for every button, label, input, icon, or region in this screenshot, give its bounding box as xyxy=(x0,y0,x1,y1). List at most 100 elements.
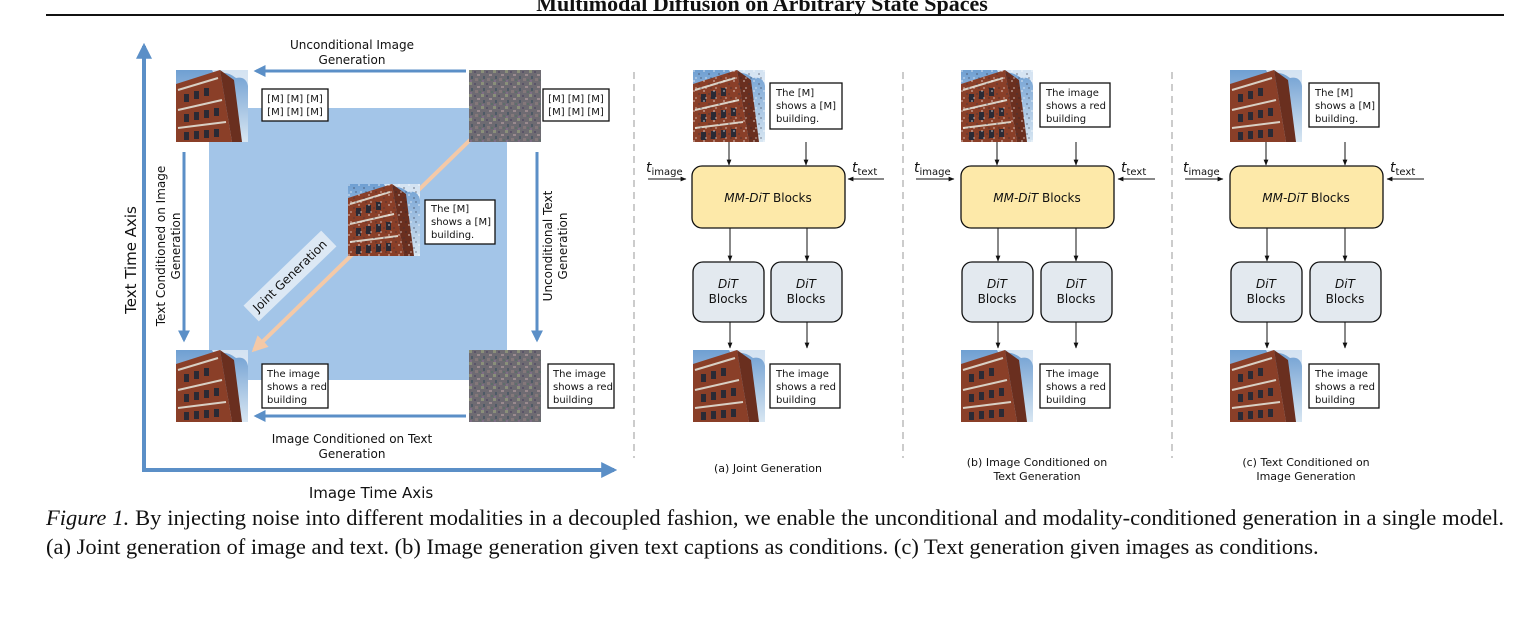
panel-a-caption: (a) Joint Generation xyxy=(714,462,822,475)
left-arrow-label-line1: Text Conditioned on Image xyxy=(154,166,168,328)
panel-c-output-image xyxy=(1229,349,1303,423)
br-text-line1: The image xyxy=(552,369,606,380)
panel-c-dit-image-line2: Blocks xyxy=(1247,292,1286,306)
panel-a-mmdit-label: MM-DiT Blocks xyxy=(724,191,811,205)
top-arrow-label-line1: Unconditional Image xyxy=(290,38,414,52)
panel-b-input-text-box xyxy=(1039,82,1111,128)
panel-c-dit-text-line2: Blocks xyxy=(1326,292,1365,306)
tr-text-line1: [M] [M] [M] xyxy=(548,94,604,105)
panel-c-caption-line2: Image Generation xyxy=(1256,470,1355,483)
panel-a-input-text-box xyxy=(769,82,843,130)
header-rule xyxy=(46,14,1504,16)
panel-b-t-text: ttext xyxy=(1121,160,1146,178)
panel-c-dit-text-line1: DiT xyxy=(1335,277,1357,291)
top-arrow-label-line2: Generation xyxy=(319,53,386,67)
partial-text-box-center xyxy=(424,199,496,245)
panel-b-output-line3: building xyxy=(1046,395,1086,406)
clean-image-bottom-left xyxy=(175,349,249,423)
panel-c-input-line2: shows a [M] xyxy=(1315,101,1375,112)
panel-a-noisy-image xyxy=(692,69,766,143)
panel-c-clean-image xyxy=(1229,69,1303,143)
masked-text-box-top-left xyxy=(261,88,329,122)
tr-text-line2: [M] [M] [M] xyxy=(548,107,604,118)
panel-a-output-image xyxy=(692,349,766,423)
panel-b-output-image xyxy=(960,349,1034,423)
right-arrow-label-line1: Unconditional Text xyxy=(541,190,555,301)
noise-image-bottom-right xyxy=(469,350,541,422)
panel-a-output-line3: building xyxy=(776,395,816,406)
panel-c-output-line2: shows a red xyxy=(1315,382,1375,393)
tl-text-line2: [M] [M] [M] xyxy=(267,107,323,118)
panel-b-output-line1: The image xyxy=(1045,369,1099,380)
bl-text-line3: building xyxy=(267,395,307,406)
bl-text-line2: shows a red xyxy=(267,382,327,393)
panel-a-dit-image-line2: Blocks xyxy=(709,292,748,306)
panel-c-mmdit-block xyxy=(1229,165,1384,229)
panel-b-mmdit-label: MM-DiT Blocks xyxy=(993,191,1080,205)
bottom-arrow-label-line1: Image Conditioned on Text xyxy=(272,432,433,446)
panel-text-conditioned-on-image: The [M] shows a [M] building. timage tte… xyxy=(1183,69,1424,483)
figure-caption: Figure 1. By injecting noise into differ… xyxy=(46,503,1504,561)
panel-b-input-line1: The image xyxy=(1045,88,1099,99)
panel-c-input-text-box xyxy=(1308,82,1380,128)
panel-b-caption-line2: Text Generation xyxy=(992,470,1080,483)
panel-c-input-line3: building. xyxy=(1315,114,1358,125)
panel-c-caption-line1: (c) Text Conditioned on xyxy=(1242,456,1369,469)
panel-c-output-line1: The image xyxy=(1314,369,1368,380)
panel-b-dit-image-line1: DiT xyxy=(987,277,1009,291)
panel-a-dit-block-image xyxy=(692,261,765,323)
noise-image-top-right xyxy=(469,70,541,142)
panel-c-output-line3: building xyxy=(1315,395,1355,406)
left-arrow-label-line2: Generation xyxy=(169,213,183,280)
panel-c-input-line1: The [M] xyxy=(1314,88,1353,99)
panel-b-dit-text-line1: DiT xyxy=(1066,277,1088,291)
tl-text-line1: [M] [M] [M] xyxy=(267,94,323,105)
bl-text-line1: The image xyxy=(266,369,320,380)
bottom-arrow-label-line2: Generation xyxy=(319,447,386,461)
panel-a-input-line1: The [M] xyxy=(775,88,814,99)
panel-b-t-image: timage xyxy=(914,160,951,178)
panel-a-dit-text-line1: DiT xyxy=(796,277,818,291)
panel-b-caption-line1: (b) Image Conditioned on xyxy=(967,456,1107,469)
caption-text-box-bottom-left xyxy=(261,363,329,409)
panel-b-noisy-image xyxy=(960,69,1034,143)
center-text-line3: building. xyxy=(431,230,474,241)
noisy-image-center xyxy=(347,183,421,257)
panel-c-mmdit-label: MM-DiT Blocks xyxy=(1262,191,1349,205)
panel-b-input-line3: building xyxy=(1046,114,1086,125)
masked-text-box-top-right xyxy=(542,88,610,122)
panel-joint-generation: The [M] shows a [M] building. timage tte… xyxy=(646,69,884,475)
panel-b-input-line2: shows a red xyxy=(1046,101,1106,112)
br-text-line2: shows a red xyxy=(553,382,613,393)
panel-a-output-text-box xyxy=(769,363,841,409)
right-arrow-label-line2: Generation xyxy=(556,213,570,280)
panel-c-output-text-box xyxy=(1308,363,1380,409)
panel-b-dit-text-line2: Blocks xyxy=(1057,292,1096,306)
panel-a-input-line3: building. xyxy=(776,114,819,125)
panel-a-output-line1: The image xyxy=(775,369,829,380)
x-axis-label: Image Time Axis xyxy=(309,484,434,502)
clean-image-top-left xyxy=(175,69,249,143)
panel-a-dit-text-line2: Blocks xyxy=(787,292,826,306)
panel-b-output-text-box xyxy=(1039,363,1111,409)
panel-c-t-text: ttext xyxy=(1390,160,1415,178)
panel-a-input-line2: shows a [M] xyxy=(776,101,836,112)
panel-b-output-line2: shows a red xyxy=(1046,382,1106,393)
y-axis-label: Text Time Axis xyxy=(122,206,140,315)
center-text-line2: shows a [M] xyxy=(431,217,491,228)
figure-caption-label: Figure 1. xyxy=(46,505,130,530)
caption-text-box-bottom-right xyxy=(547,363,615,409)
panel-a-t-text: ttext xyxy=(852,160,877,178)
panel-a-output-line2: shows a red xyxy=(776,382,836,393)
panel-c-dit-image-line1: DiT xyxy=(1256,277,1278,291)
panel-c-t-image: timage xyxy=(1183,160,1220,178)
center-text-line1: The [M] xyxy=(430,204,469,215)
br-text-line3: building xyxy=(553,395,593,406)
figure-caption-text: By injecting noise into different modali… xyxy=(46,505,1504,559)
panel-a-dit-image-line1: DiT xyxy=(718,277,740,291)
panel-a-t-image: timage xyxy=(646,160,683,178)
panel-b-dit-image-line2: Blocks xyxy=(978,292,1017,306)
panel-a-mmdit-block xyxy=(691,165,846,229)
panel-image-conditioned-on-text: The image shows a red building timage tt… xyxy=(914,69,1155,483)
